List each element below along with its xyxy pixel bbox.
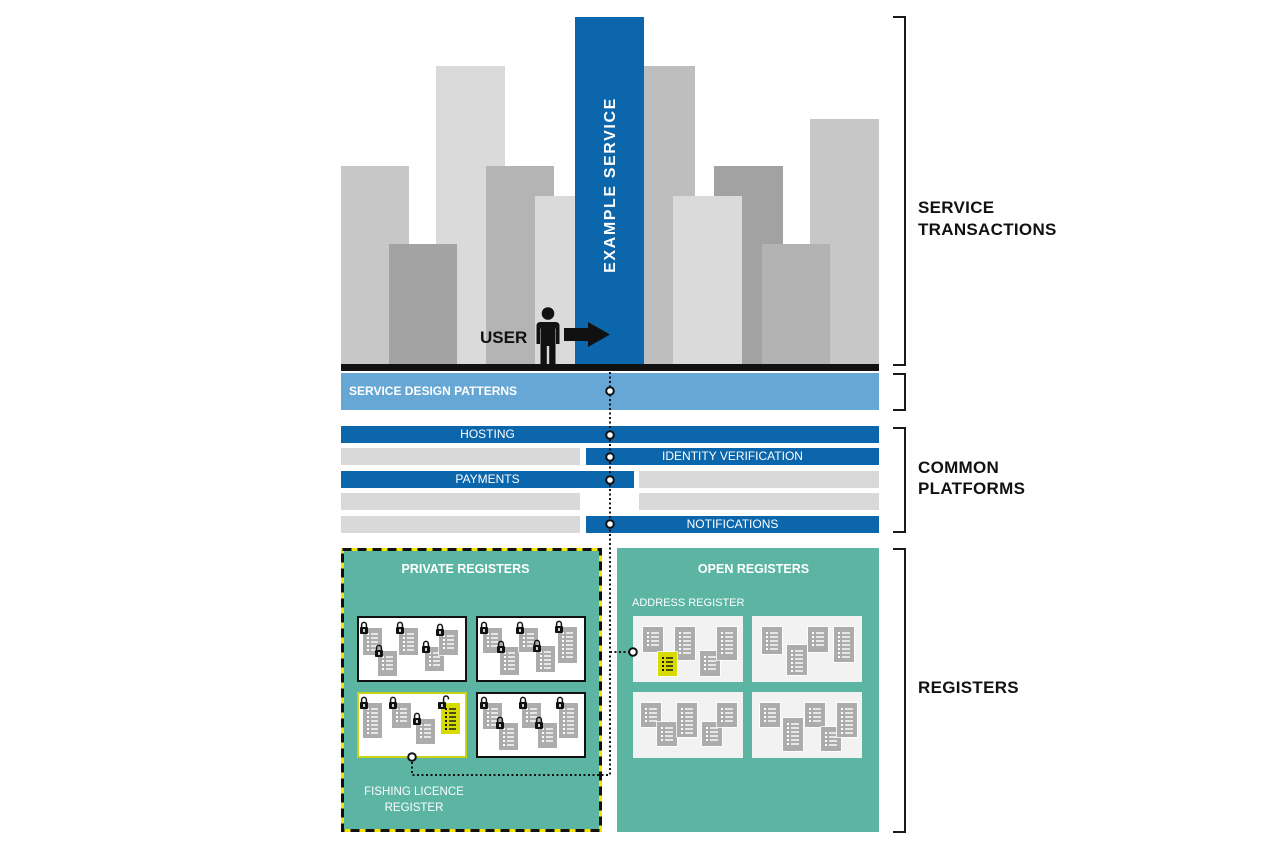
open-registers-panel: OPEN REGISTERS ADDRESS REGISTER (617, 548, 879, 832)
record-document-icon (389, 696, 412, 729)
platform-placeholder (639, 471, 879, 488)
layer-bracket-service-transactions (893, 16, 906, 366)
record-document-icon (656, 721, 678, 747)
service-design-patterns-bar: SERVICE DESIGN PATTERNS (341, 373, 879, 410)
record-document-icon (759, 702, 781, 728)
highlighted-record-icon (657, 651, 678, 677)
layer-label-common-platforms: COMMON PLATFORMS (918, 458, 1026, 498)
platform-identity-verification: IDENTITY VERIFICATION (586, 448, 879, 465)
record-document-icon (642, 626, 664, 653)
platform-payments: PAYMENTS (341, 471, 634, 488)
address-register-label: ADDRESS REGISTER (632, 597, 745, 609)
platform-placeholder (341, 448, 580, 465)
platform-hosting-label: HOSTING (460, 427, 515, 441)
padlock-icon (360, 696, 368, 709)
highlighted-record-icon (438, 695, 461, 735)
address-register-card (633, 616, 743, 682)
layer-label-service-transactions: SERVICE TRANSACTIONS (918, 198, 1057, 239)
private-register-card (357, 616, 467, 682)
record-document-icon (833, 626, 855, 663)
padlock-icon (375, 644, 383, 657)
padlock-icon (396, 621, 404, 634)
example-service-tower (575, 17, 644, 365)
open-register-card (752, 692, 862, 758)
platform-hosting: HOSTING (341, 426, 879, 443)
platform-placeholder (639, 493, 879, 510)
record-document-icon (807, 626, 829, 653)
user-label: USER (480, 328, 528, 347)
record-document-icon (804, 702, 826, 728)
record-document-icon (375, 644, 398, 677)
private-register-card (476, 692, 586, 758)
open-registers-title: OPEN REGISTERS (697, 562, 810, 576)
record-document-icon (782, 717, 804, 752)
padlock-icon (436, 623, 444, 636)
example-service-label: EXAMPLE SERVICE (602, 97, 619, 273)
record-document-icon (497, 640, 520, 676)
padlock-icon (519, 696, 527, 709)
record-document-icon (555, 620, 578, 664)
ground-line (341, 364, 879, 371)
layer-label-registers: REGISTERS (918, 678, 1019, 697)
open-register-card (633, 692, 743, 758)
platform-placeholder (341, 493, 580, 510)
padlock-icon (360, 621, 368, 634)
platform-notifications: NOTIFICATIONS (586, 516, 879, 533)
platform-identity-verification-label: IDENTITY VERIFICATION (662, 449, 803, 463)
layer-bracket-common-platforms (893, 427, 906, 533)
private-register-card (476, 616, 586, 682)
padlock-icon (516, 621, 524, 634)
padlock-icon (480, 696, 488, 709)
record-document-icon (535, 716, 558, 749)
layer-bracket-service-design-patterns (893, 373, 906, 411)
padlock-icon (422, 640, 430, 653)
platform-notifications-label: NOTIFICATIONS (686, 517, 779, 531)
building (673, 196, 742, 365)
record-document-icon (716, 702, 738, 728)
platform-payments-label: PAYMENTS (455, 472, 520, 486)
record-document-icon (436, 623, 459, 656)
service-design-patterns-label: SERVICE DESIGN PATTERNS (349, 384, 518, 398)
record-document-icon (820, 726, 842, 752)
platform-placeholder (341, 516, 580, 533)
padlock-icon (555, 620, 563, 633)
record-document-icon (396, 621, 419, 656)
record-document-icon (533, 639, 556, 673)
record-document-icon (413, 712, 436, 745)
open-register-card (752, 616, 862, 682)
padlock-icon (413, 712, 421, 725)
padlock-icon (389, 696, 397, 709)
fishing-licence-register-label: FISHING LICENCE REGISTER (364, 786, 464, 814)
padlock-icon (480, 621, 488, 634)
record-document-icon (674, 626, 696, 661)
record-document-icon (836, 702, 858, 738)
fishing-licence-register-card (357, 692, 467, 758)
layer-bracket-registers (893, 548, 906, 833)
record-document-icon (701, 721, 723, 747)
building (762, 244, 830, 365)
padlock-icon (556, 696, 564, 709)
record-document-icon (786, 644, 808, 676)
record-document-icon (676, 702, 698, 738)
record-document-icon (716, 626, 738, 661)
record-document-icon (556, 696, 579, 739)
record-document-icon (360, 696, 383, 739)
record-document-icon (699, 650, 721, 677)
record-document-icon (496, 716, 519, 751)
record-document-icon (761, 626, 783, 655)
building (389, 244, 457, 365)
